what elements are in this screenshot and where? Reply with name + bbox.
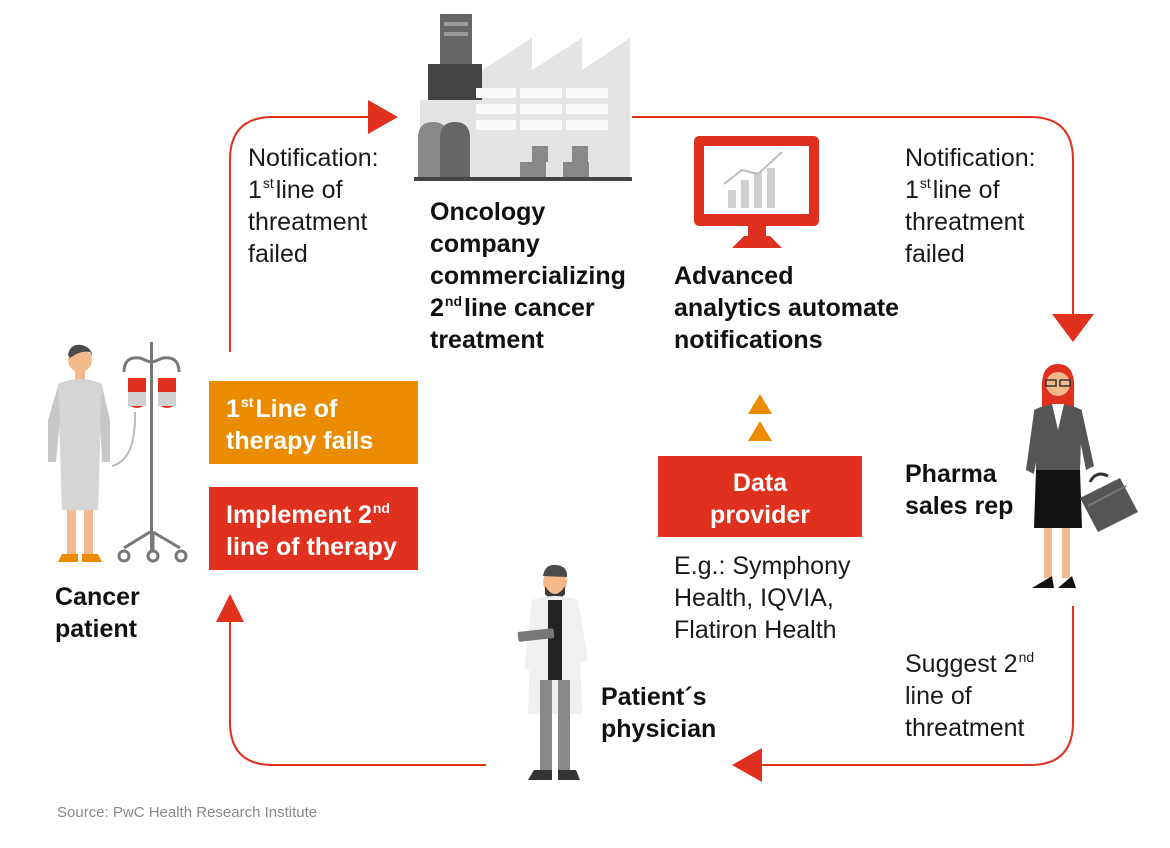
therapy-fails-line-2: therapy fails <box>226 427 374 455</box>
left-notif-text: line of <box>275 176 343 204</box>
implement-box: Implement 2nd line of therapy <box>209 487 418 570</box>
iv-drip-icon <box>111 342 188 563</box>
sales-rep-line-1: Pharma <box>905 460 997 488</box>
analytics-line-1: Advanced <box>674 262 794 290</box>
oncology-line-4-num: 2 <box>430 294 444 322</box>
right-notif-num: 1 <box>905 176 919 204</box>
left-notif-line-2: 1stline of <box>248 174 379 206</box>
therapy-fails-num: 1 <box>226 395 240 423</box>
suggest-label: Suggest 2nd line of threatment <box>905 648 1036 744</box>
examples-line-1: E.g.: Symphony <box>674 552 851 580</box>
right-notif-line-3: threatment <box>905 208 1025 236</box>
sales-rep-icon <box>1026 364 1094 588</box>
oncology-line-1: Oncology <box>430 198 546 226</box>
suggest-sup: nd <box>1018 649 1035 665</box>
oncology-company-label: Oncology company commercializing 2ndline… <box>430 196 626 356</box>
implement-line-1: Implement 2nd <box>226 499 418 531</box>
left-notif-line-4: failed <box>248 240 308 268</box>
oncology-line-3: commercializing <box>430 262 626 290</box>
left-notif-line-1: Notification: <box>248 144 379 172</box>
right-notification-label: Notification: 1stline of threatment fail… <box>905 142 1036 270</box>
arrow-head-to-physician <box>732 748 762 782</box>
data-provider-line-1: Data <box>732 469 788 497</box>
patient-line-2: patient <box>55 615 137 643</box>
physician-line-1: Patient´s <box>601 683 707 711</box>
left-notif-sup: st <box>262 175 274 191</box>
right-notif-line-2: 1stline of <box>905 174 1036 206</box>
sales-rep-label: Pharma sales rep <box>905 458 1013 522</box>
data-provider-examples: E.g.: Symphony Health, IQVIA, Flatiron H… <box>674 550 850 646</box>
oncology-line-5: treatment <box>430 326 544 354</box>
oncology-line-2: company <box>430 230 540 258</box>
analytics-line-3: notifications <box>674 326 823 354</box>
arrow-head-to-patient <box>216 594 244 622</box>
physician-label: Patient´s physician <box>601 681 716 745</box>
analytics-line-2: analytics automate <box>674 294 900 322</box>
therapy-fails-sup: st <box>240 394 254 410</box>
connectors <box>229 116 1074 766</box>
data-provider-line-2: provider <box>709 501 811 529</box>
edge-physician-to-patient <box>229 620 486 766</box>
suggest-line-1: Suggest 2nd <box>905 648 1036 680</box>
examples-line-2: Health, IQVIA, <box>674 584 834 612</box>
examples-line-3: Flatiron Health <box>674 616 837 644</box>
right-notif-text: line of <box>932 176 1000 204</box>
suggest-text: Suggest 2 <box>905 650 1018 678</box>
implement-line-2: line of therapy <box>226 533 397 561</box>
therapy-fails-line-1: 1stLine of <box>226 393 418 425</box>
physician-line-2: physician <box>601 715 717 743</box>
sales-rep-line-2: sales rep <box>905 492 1014 520</box>
implement-text: Implement 2 <box>226 501 372 529</box>
monitor-chart-icon <box>694 136 819 248</box>
implement-sup: nd <box>372 500 390 516</box>
arrow-head-to-salesrep <box>1052 314 1094 342</box>
source-note: Source: PwC Health Research Institute <box>57 804 318 821</box>
physician-icon <box>517 564 588 780</box>
up-arrow-1 <box>748 394 772 414</box>
right-notif-line-1: Notification: <box>905 144 1036 172</box>
data-provider-box: Data provider <box>658 456 862 537</box>
left-notif-num: 1 <box>248 176 262 204</box>
suggest-line-2: line of <box>905 682 972 710</box>
cancer-patient-label: Cancer patient <box>55 581 140 645</box>
suggest-line-3: threatment <box>905 714 1025 742</box>
edge-salesrep-to-physician <box>758 606 1074 766</box>
up-arrow-2 <box>748 421 772 441</box>
patient-line-1: Cancer <box>55 583 140 611</box>
left-notification-label: Notification: 1stline of threatment fail… <box>248 142 379 270</box>
factory-icon <box>414 14 632 181</box>
briefcase-icon <box>1080 472 1138 532</box>
analytics-label: Advanced analytics automate notification… <box>674 260 899 356</box>
edge-oncology-to-salesrep <box>632 116 1074 316</box>
arrow-head-to-oncology <box>368 100 398 134</box>
oncology-line-4-sup: nd <box>444 293 463 309</box>
oncology-line-4-text: line cancer <box>464 294 595 322</box>
patient-icon <box>48 344 110 562</box>
right-notif-sup: st <box>919 175 931 191</box>
therapy-fails-box: 1stLine of therapy fails <box>209 381 418 464</box>
oncology-line-4: 2ndline cancer <box>430 292 626 324</box>
edge-patient-to-oncology <box>229 116 372 352</box>
left-notif-line-3: threatment <box>248 208 368 236</box>
right-notif-line-4: failed <box>905 240 965 268</box>
therapy-fails-text: Line of <box>255 395 338 423</box>
